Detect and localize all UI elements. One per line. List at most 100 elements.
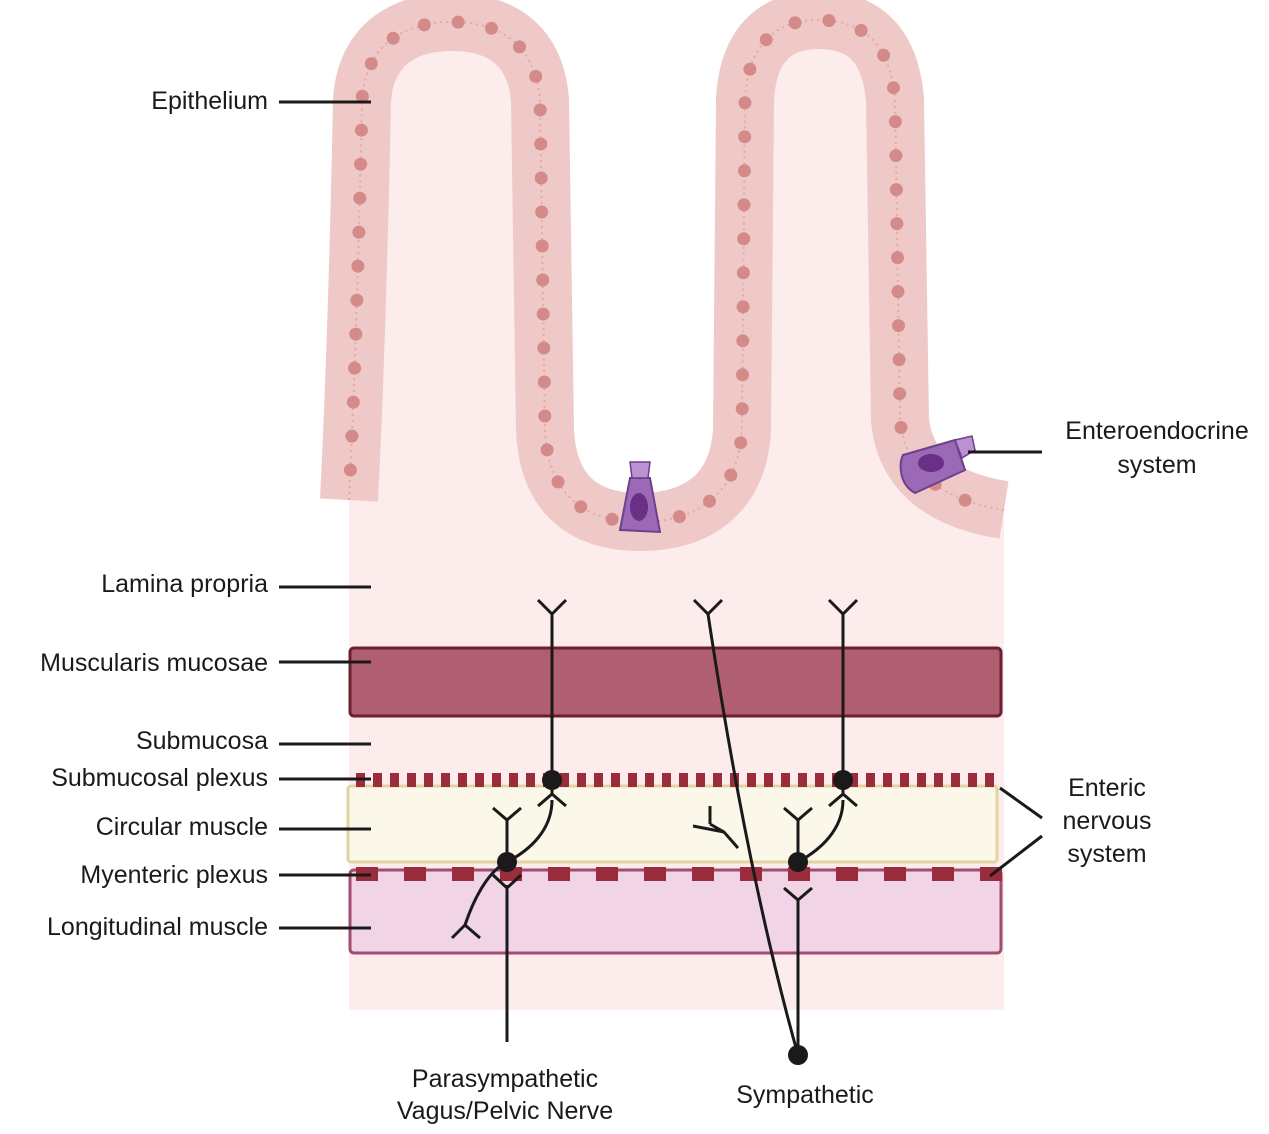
neuron-bodies — [497, 770, 853, 1065]
submucosal-plexus-dash — [849, 773, 858, 787]
cell-nucleus — [533, 103, 547, 117]
submucosal-plexus-dash — [917, 773, 926, 787]
cell-nucleus — [349, 327, 363, 341]
cell-nucleus — [348, 361, 362, 375]
longitudinal-muscle-label: Longitudinal muscle — [47, 913, 268, 941]
tissue-background — [349, 20, 1004, 1010]
circular-muscle-band — [346, 784, 999, 864]
enteric-label-line2: nervous — [1062, 807, 1152, 835]
submucosal-plexus-dash — [662, 773, 671, 787]
submucosal-plexus-dash — [883, 773, 892, 787]
submucosal-plexus-dash — [441, 773, 450, 787]
cell-nucleus — [891, 285, 905, 299]
cell-nucleus — [734, 436, 748, 450]
cell-nucleus — [535, 239, 549, 253]
submucosal-plexus-dash — [951, 773, 960, 787]
cell-nucleus — [574, 500, 588, 514]
enteroendocrine-label-line1: Enteroendocrine — [1065, 417, 1249, 445]
submucosal-plexus-dash — [900, 773, 909, 787]
myenteric-plexus-dash — [548, 867, 570, 881]
cell-nucleus — [738, 130, 752, 144]
cell-nucleus — [854, 23, 868, 37]
submucosal-plexus-label: Submucosal plexus — [51, 764, 268, 792]
cell-nucleus — [535, 205, 549, 219]
submucosal-plexus-dash — [815, 773, 824, 787]
epithelial-cell-borders — [348, 18, 1005, 524]
myenteric-plexus-dash — [884, 867, 906, 881]
myenteric-plexus-dash — [932, 867, 954, 881]
submucosal-plexus-dash — [560, 773, 569, 787]
submucosal-plexus-dash — [611, 773, 620, 787]
submucosal-plexus-dash — [628, 773, 637, 787]
submucosa-label: Submucosa — [135, 727, 268, 755]
submucosal-plexus-dash — [509, 773, 518, 787]
submucosal-plexus-dash — [407, 773, 416, 787]
myenteric-neuron-2 — [788, 852, 808, 872]
cell-nucleus — [534, 137, 548, 151]
lamina-propria-label: Lamina propria — [101, 570, 268, 598]
cell-nucleus — [958, 493, 972, 507]
cell-nucleus — [889, 149, 903, 163]
cell-nucleus — [355, 89, 369, 103]
myenteric-plexus-dash — [596, 867, 618, 881]
cell-nucleus — [892, 353, 906, 367]
cell-nucleus — [354, 123, 368, 137]
longitudinal-muscle-band — [348, 868, 1003, 955]
cell-nucleus — [343, 463, 357, 477]
submucosal-plexus-dash — [764, 773, 773, 787]
myenteric-plexus-dash — [452, 867, 474, 881]
submucosal-plexus-dash — [866, 773, 875, 787]
cell-nucleus — [877, 48, 891, 62]
cell-nucleus — [703, 494, 716, 508]
cell-nucleus — [888, 115, 902, 129]
submucosal-neuron-1 — [542, 770, 562, 790]
enteric-label-line3: system — [1067, 840, 1147, 868]
cell-nucleus — [540, 443, 554, 457]
submucosal-plexus-dash — [645, 773, 654, 787]
cell-nucleus — [353, 191, 367, 205]
cell-nucleus — [417, 18, 431, 32]
cell-nucleus — [737, 164, 751, 178]
enteric-label-line1: Enteric — [1068, 774, 1146, 802]
cell-nucleus — [759, 33, 773, 47]
cell-nucleus — [537, 341, 551, 355]
cell-nucleus — [605, 512, 619, 526]
submucosal-plexus-dash — [798, 773, 807, 787]
submucosal-plexus-dash — [747, 773, 756, 787]
submucosal-plexus-dash — [934, 773, 943, 787]
muscularis-mucosae-label: Muscularis mucosae — [40, 649, 268, 677]
submucosal-plexus-dash — [713, 773, 722, 787]
submucosal-plexus-dash — [526, 773, 535, 787]
submucosal-plexus-dash — [594, 773, 603, 787]
cell-nucleus — [738, 96, 752, 110]
myenteric-plexus-dash — [644, 867, 666, 881]
cell-nucleus — [735, 402, 749, 416]
cell-nucleus — [736, 334, 750, 348]
cell-nucleus — [551, 475, 565, 489]
cell-nucleus — [354, 157, 368, 171]
submucosal-plexus-dash — [985, 773, 994, 787]
cell-nucleus — [737, 198, 751, 212]
cell-nucleus — [364, 57, 378, 71]
muscularis-mucosae-band — [348, 646, 1003, 718]
enteroendocrine-cell-crypt — [618, 461, 662, 534]
cell-nucleus — [736, 368, 749, 382]
cell-nucleus — [484, 21, 498, 35]
submucosal-plexus-dash — [390, 773, 399, 787]
circular-muscle-label: Circular muscle — [95, 813, 268, 841]
cell-nucleus — [743, 62, 757, 76]
cell-nucleus — [736, 266, 750, 280]
submucosal-plexus-dash — [781, 773, 790, 787]
parasympathetic-label-line1: Parasympathetic — [411, 1065, 599, 1093]
submucosal-plexus-dash — [679, 773, 688, 787]
cell-nucleus — [538, 409, 552, 423]
cell-nucleus — [889, 183, 903, 197]
submucosal-plexus-dash — [475, 773, 484, 787]
cell-nucleus — [386, 31, 400, 45]
submucosal-plexus-dash — [696, 773, 705, 787]
myenteric-plexus-dash — [740, 867, 762, 881]
cell-nucleus — [345, 429, 359, 443]
cell-nucleus — [352, 225, 366, 239]
submucosal-plexus-dash — [373, 773, 382, 787]
cell-nucleus — [672, 510, 686, 524]
